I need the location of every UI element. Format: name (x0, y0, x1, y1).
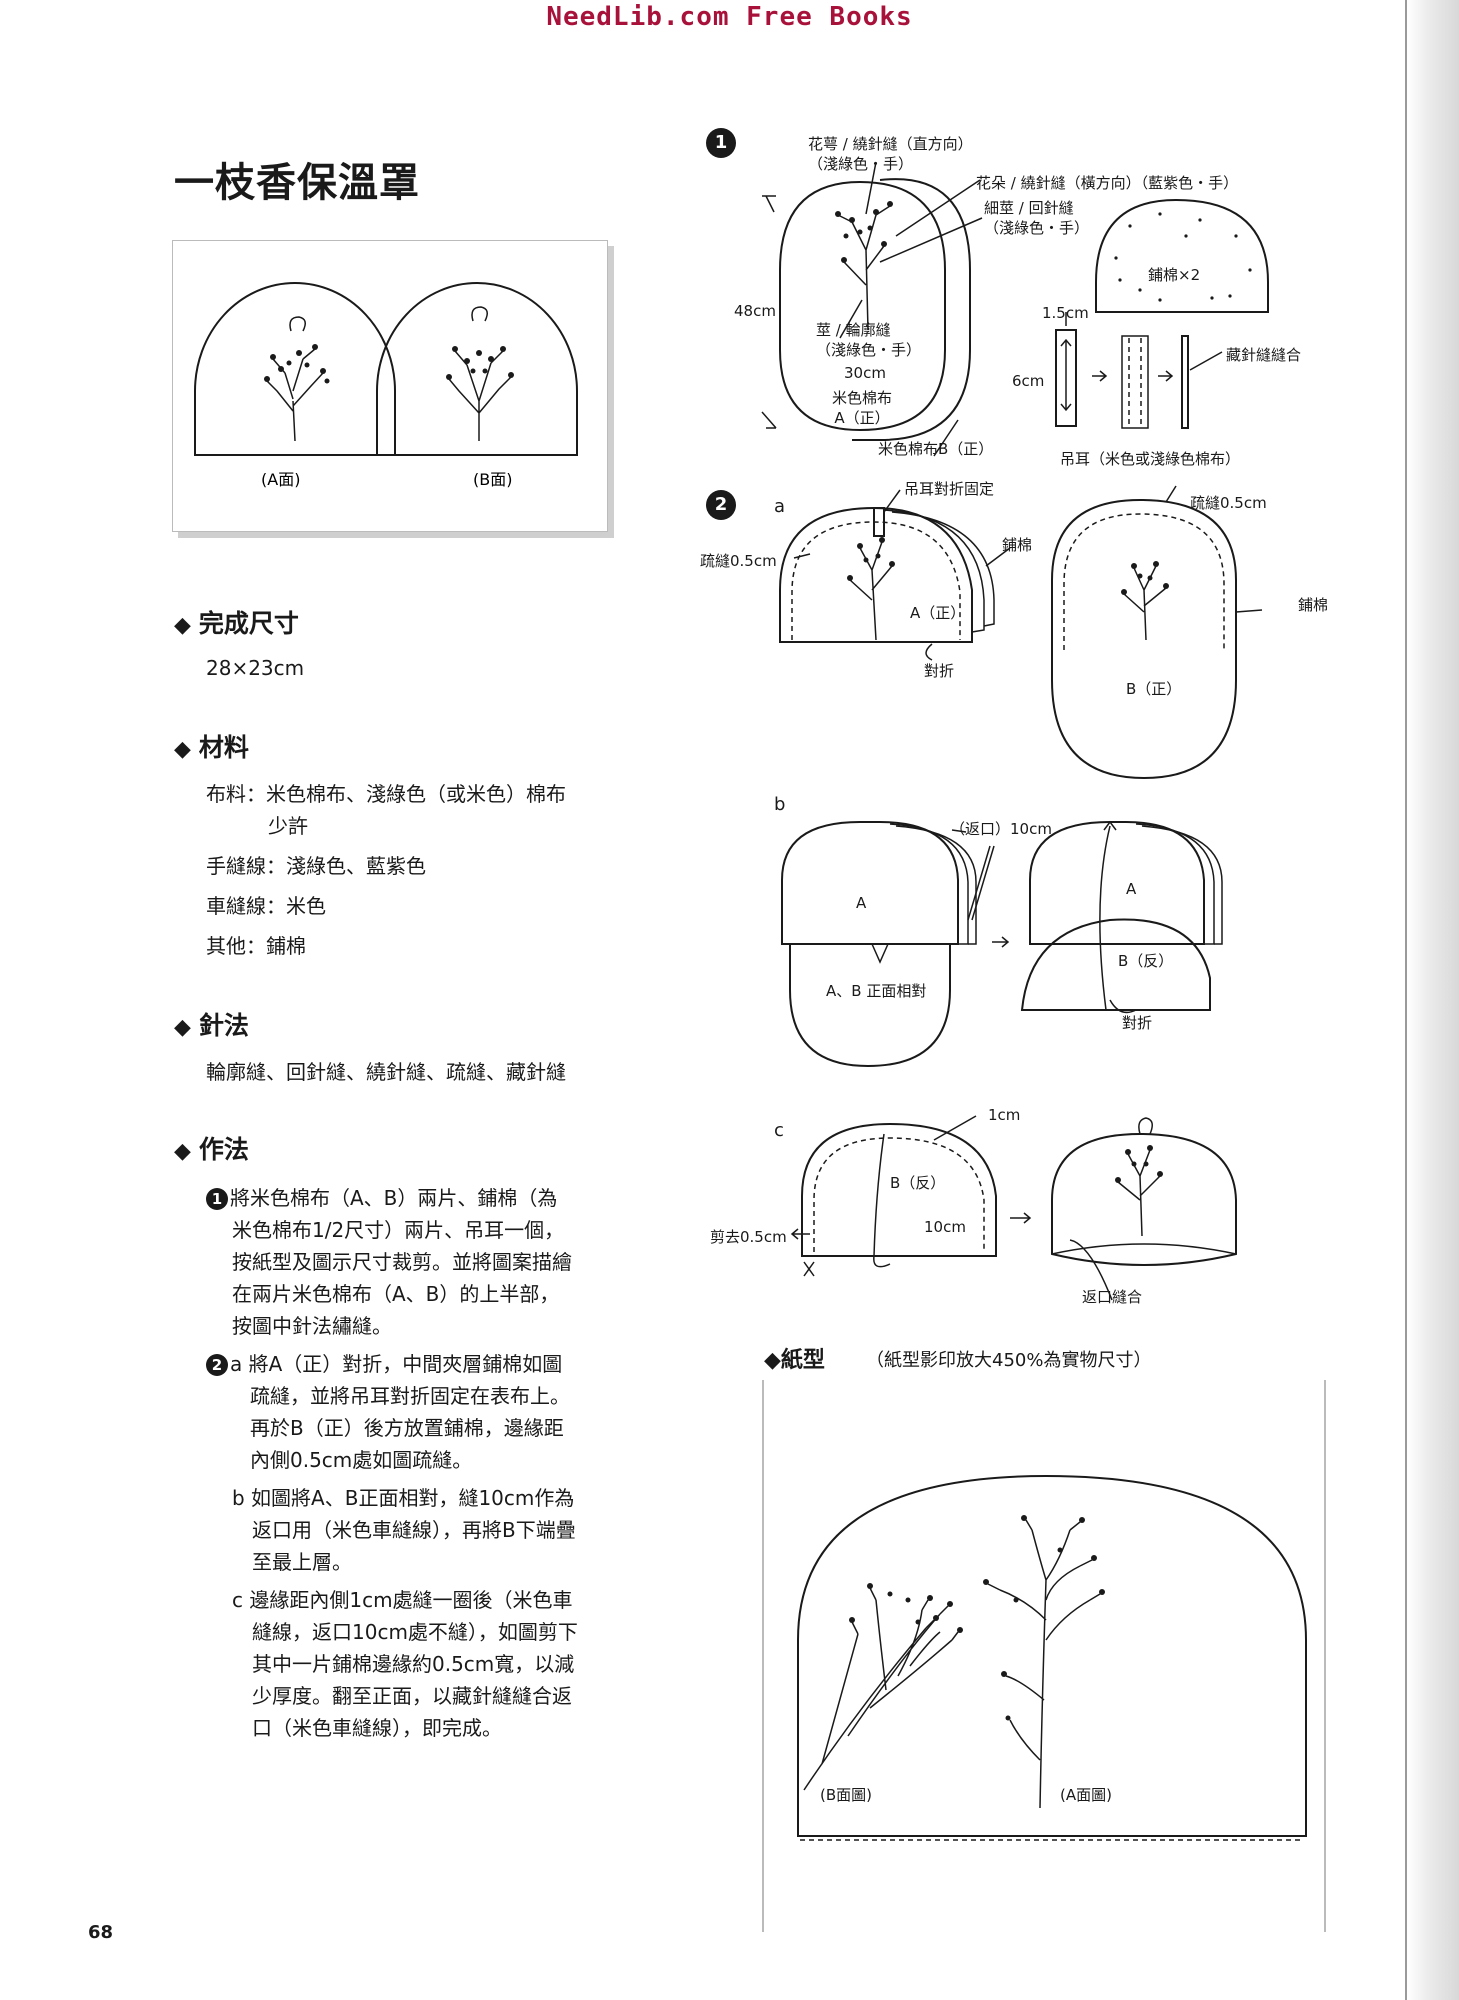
pattern-note: （紙型影印放大450%為實物尺寸） (866, 1350, 1152, 1371)
label-fold: 對折 (924, 662, 955, 680)
watermark: NeedLib.com Free Books (546, 2, 913, 32)
photo-label-b: (B面) (473, 470, 512, 489)
diagram-2a-drawing (779, 485, 1263, 780)
label-width: 30cm (844, 364, 886, 382)
diagram-1-drawing (761, 161, 1269, 457)
label-a-left: A (856, 894, 867, 912)
label-tab-height: 6cm (1012, 372, 1045, 390)
label-opening: （返口）10cm (950, 820, 1052, 838)
label-baste-right: 疏縫0.5cm (1190, 494, 1267, 512)
pattern-heading: ◆紙型 (764, 1348, 825, 1373)
label-a-right: A (1126, 880, 1137, 898)
step-2b: b 如圖將A、B正面相對，縫10cm作為 返口用（米色車縫線），再將B下端疊 至… (232, 1486, 576, 1574)
label-height: 48cm (734, 302, 776, 320)
diamond-icon: ◆ (174, 1139, 191, 1164)
size-value: 28×23cm (206, 656, 305, 680)
pattern-label-a: (A面圖) (1060, 1786, 1112, 1804)
label-baste-left: 疏縫0.5cm (700, 552, 777, 570)
materials-heading: ◆材料 (174, 733, 249, 762)
page-title: 一枝香保溫罩 (174, 160, 420, 206)
step-number-1: 1 (206, 1188, 228, 1210)
diamond-icon: ◆ (174, 613, 191, 638)
label-fabric-b: 米色棉布B（正） (878, 440, 994, 458)
step-number-2: 2 (206, 1354, 228, 1376)
diagram-2c-drawing (790, 1115, 1237, 1301)
materials-line: 少許 (268, 814, 308, 838)
label-batting: 鋪棉×2 (1148, 266, 1201, 284)
label-blind-stitch: 藏針縫縫合 (1226, 346, 1302, 364)
page-edge-line (1405, 0, 1407, 2000)
materials-line: 其他：鋪棉 (206, 934, 306, 958)
label-calyx: 花萼 / 繞針縫（直方向）（淺綠色・手） (808, 135, 973, 173)
label-10cm: 10cm (924, 1218, 966, 1236)
photo-label-a: (A面) (261, 470, 300, 489)
label-cut: 剪去0.5cm (710, 1228, 787, 1246)
label-b-back: B（反） (1118, 952, 1174, 970)
diagram-2b-drawing (781, 820, 1223, 1068)
diagram-2a-letter: a (774, 496, 786, 517)
label-batting-left: 鋪棉 (1002, 536, 1033, 554)
label-a-front: A（正） (910, 604, 966, 622)
tea-cozy-drawing: (A面) (B面) (194, 282, 578, 489)
page-number: 68 (88, 1922, 114, 1943)
materials-line: 布料：米色棉布、淺綠色（或米色）棉布 (206, 782, 566, 806)
materials-line: 手縫線：淺綠色、藍紫色 (206, 854, 426, 878)
label-b-front: B（正） (1126, 680, 1182, 698)
label-tab-name: 吊耳（米色或淺綠色棉布） (1060, 450, 1241, 468)
stitches-value: 輪廓縫、回針縫、繞針縫、疏縫、藏針縫 (206, 1060, 566, 1084)
diamond-icon: ◆ (174, 1015, 191, 1040)
page-edge-shadow (1407, 0, 1459, 2000)
size-heading: ◆完成尺寸 (174, 609, 299, 638)
label-1cm: 1cm (988, 1106, 1021, 1124)
diagram-2c-letter: c (774, 1120, 784, 1141)
pattern-label-b: (B面圖) (820, 1786, 872, 1804)
stitches-heading: ◆針法 (174, 1011, 249, 1040)
label-face-to-face: A、B 正面相對 (826, 982, 927, 1000)
pattern-frame (762, 1380, 1326, 1932)
label-stem: 莖 / 輪廓縫（淺綠色・手） (816, 321, 922, 359)
step-2c: c 邊緣距內側1cm處縫一圈後（米色車 縫線，返口10cm處不縫），如圖剪下 其… (232, 1588, 578, 1740)
label-b-back-c: B（反） (890, 1174, 946, 1192)
diamond-icon: ◆ (764, 1348, 781, 1373)
label-close-opening: 返口縫合 (1082, 1288, 1143, 1306)
label-tab-width: 1.5cm (1042, 304, 1089, 322)
method-heading: ◆作法 (174, 1135, 249, 1164)
label-fold-b: 對折 (1122, 1014, 1153, 1032)
diamond-icon: ◆ (174, 737, 191, 762)
label-tab-fix: 吊耳對折固定 (904, 480, 995, 498)
diagram-2b-letter: b (774, 794, 786, 815)
diagram-2-number: 2 (706, 490, 736, 520)
label-flower: 花朵 / 繞針縫（橫方向）（藍紫色・手） (976, 174, 1239, 192)
pattern-drawing (797, 1474, 1307, 1841)
materials-line: 車縫線：米色 (206, 894, 326, 918)
label-batting-right: 鋪棉 (1298, 596, 1329, 614)
product-illustration: (A面) (B面) (172, 240, 608, 532)
label-twig: 細莖 / 回針縫（淺綠色・手） (984, 199, 1090, 237)
diagram-1-number: 1 (706, 128, 736, 158)
